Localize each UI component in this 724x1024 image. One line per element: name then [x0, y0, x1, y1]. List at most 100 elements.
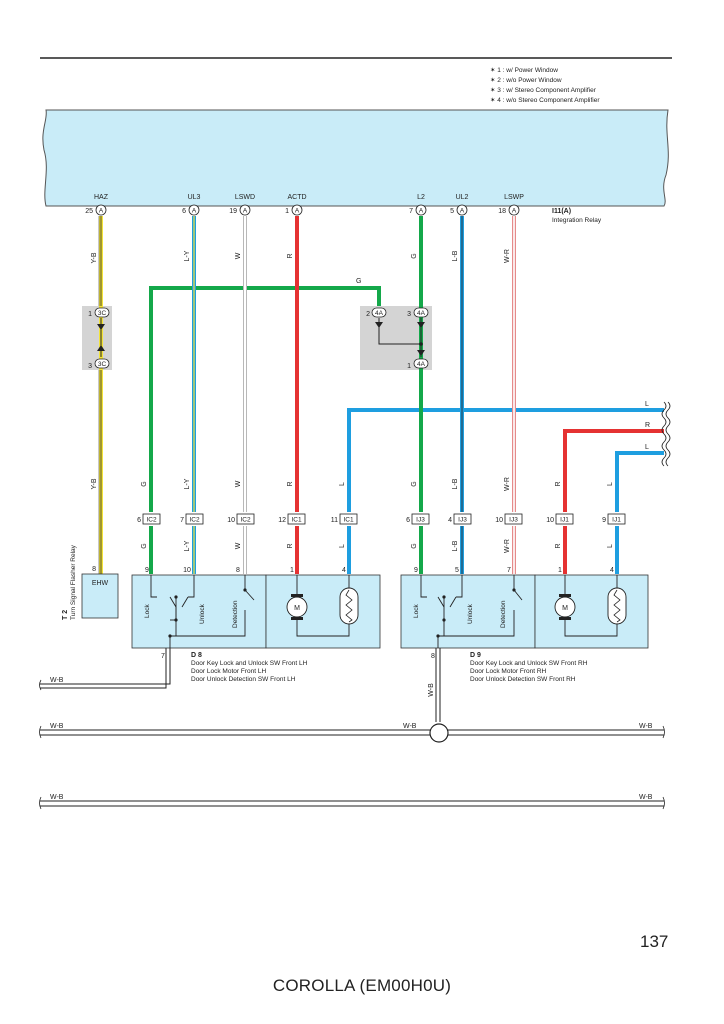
relay-pin-conn: A — [460, 208, 465, 215]
conn-id: IC2 — [146, 517, 157, 524]
relay-pin-conn: A — [512, 208, 517, 215]
j4a-bottom-conn: 4A — [417, 361, 426, 368]
d8-line-3: Door Unlock Detection SW Front LH — [191, 676, 296, 683]
wire-label-ly-1: L-Y — [184, 478, 191, 489]
wire-label-r-2: R — [555, 481, 562, 486]
relay-pin-l2: 7 A — [409, 204, 427, 216]
wb-label-1: W-B — [50, 677, 64, 684]
d9-pin: 7 — [507, 567, 511, 574]
notes: ✶ 1 : w/ Power Window ✶ 2 : w/o Power Wi… — [490, 66, 600, 104]
flasher-id: T 2 — [62, 610, 69, 620]
d9-detection-label: Detection — [500, 600, 507, 628]
pin-label-haz: HAZ — [94, 194, 109, 201]
relay-pin-conn: A — [99, 208, 104, 215]
conn-id: IC1 — [291, 517, 302, 524]
d9-pin: 9 — [414, 567, 418, 574]
wire-label-r-3: R — [287, 543, 294, 548]
relay-id: I11(A) — [552, 208, 571, 215]
relay-pin-num: 19 — [229, 208, 237, 215]
footer-model: COROLLA (EM00H0U) — [272, 976, 452, 995]
j4a-top-num: 3 — [407, 311, 411, 318]
pin-label-l2: L2 — [417, 194, 425, 201]
relay-pins: 25 A 6 A 19 A 1 A 7 A 5 A — [85, 204, 520, 216]
wire-haz — [98, 216, 103, 574]
flasher-pin: 8 — [92, 566, 96, 573]
wire-label-l2-top: G — [411, 253, 418, 258]
relay-pin-num: 18 — [498, 208, 506, 215]
conn-id: IJ3 — [509, 517, 518, 524]
pin-label-ul2: UL2 — [456, 194, 469, 201]
wire-label-lswd-top: W — [235, 252, 242, 259]
connector-ic2-6: 6 IC2 — [137, 513, 161, 525]
wire-label-lb-1: L-B — [452, 478, 459, 489]
relay-pin-num: 5 — [450, 208, 454, 215]
j4a-left-conn: 4A — [375, 310, 384, 317]
note-2: ✶ 2 : w/o Power Window — [490, 76, 562, 84]
d8-detection-label: Detection — [232, 600, 239, 628]
d8-line-2: Door Lock Motor Front LH — [191, 668, 266, 675]
j3c-top-conn: 3C — [98, 310, 107, 317]
conn-id: IJ3 — [416, 517, 425, 524]
d9-line-2: Door Lock Motor Front RH — [470, 668, 547, 675]
wire-l-right-2 — [615, 451, 664, 574]
wb-label-2a: W-B — [50, 723, 64, 730]
wire-label-ly-2: L-Y — [184, 540, 191, 551]
j3c-bottom-num: 3 — [88, 363, 92, 370]
d8-unlock-label: Unlock — [199, 603, 206, 624]
wb-vertical-label: W-B — [428, 683, 435, 697]
d8-pin: 9 — [145, 567, 149, 574]
pin-label-lswp: LSWP — [504, 194, 524, 201]
d9-pin: 4 — [610, 567, 614, 574]
wire-label-haz-top: Y-B — [91, 252, 98, 263]
flasher-name: Turn Signal Flasher Relay — [70, 544, 77, 620]
motor-label: M — [562, 605, 568, 612]
pin-label-ul3: UL3 — [188, 194, 201, 201]
d9-line-1: Door Key Lock and Unlock SW Front RH — [470, 660, 588, 667]
junction-3c: 1 3C 3 3C — [82, 306, 112, 370]
wire-label-g-horizontal: G — [356, 278, 361, 285]
d9-pin: 5 — [455, 567, 459, 574]
component-d9: 9 5 7 1 4 M Lock Unlock — [400, 567, 649, 683]
relay-pin-num: 6 — [182, 208, 186, 215]
wire-label-haz-bottom: Y-B — [91, 478, 98, 489]
wire-label-ul3-top: L-Y — [184, 250, 191, 261]
relay-pin-conn: A — [243, 208, 248, 215]
relay-pin-actd: 1 A — [285, 204, 303, 216]
d9-line-3: Door Unlock Detection SW Front RH — [470, 676, 576, 683]
relay-pin-ul2: 5 A — [450, 204, 468, 216]
conn-id: IC2 — [240, 517, 251, 524]
wire-label-l-right-2: L — [645, 444, 649, 451]
wire-label-lswp-top: W-R — [504, 249, 511, 263]
note-1: ✶ 1 : w/ Power Window — [490, 66, 558, 74]
detection-element-icon — [339, 587, 359, 625]
ground-junction — [429, 723, 449, 743]
wire-label-l-1: L — [339, 482, 346, 486]
conn-num: 12 — [278, 517, 286, 524]
d9-lock-label: Lock — [413, 604, 420, 618]
wire-label-l-right-1: L — [645, 401, 649, 408]
conn-id: IJ1 — [560, 517, 569, 524]
conn-id: IJ3 — [458, 517, 467, 524]
relay-pin-haz: 25 A — [85, 204, 107, 216]
wire-label-g-left-2: G — [141, 543, 148, 548]
wire-label-wr-1: W-R — [504, 477, 511, 491]
wire-label-g-left-1: G — [141, 481, 148, 486]
d8-pin: 4 — [342, 567, 346, 574]
d9-id: D 9 — [470, 652, 481, 659]
pin-label-actd: ACTD — [287, 194, 306, 201]
connector-ij1-10: 10 IJ1 — [546, 513, 574, 525]
wire-label-actd-top: R — [287, 253, 294, 258]
note-4: ✶ 4 : w/o Stereo Component Amplifier — [490, 96, 600, 104]
d8-id: D 8 — [191, 652, 202, 659]
wire-label-l-3: L — [339, 544, 346, 548]
wire-r-right — [563, 429, 664, 574]
ground-wires — [40, 648, 664, 807]
page-number: 137 — [640, 932, 669, 951]
conn-num: 9 — [602, 517, 606, 524]
connector-ic2-10: 10 IC2 — [227, 513, 255, 525]
conn-id: IC2 — [189, 517, 200, 524]
wire-label-w-2: W — [235, 542, 242, 549]
d8-line-1: Door Key Lock and Unlock SW Front LH — [191, 660, 308, 667]
wire-label-r-4: R — [555, 543, 562, 548]
